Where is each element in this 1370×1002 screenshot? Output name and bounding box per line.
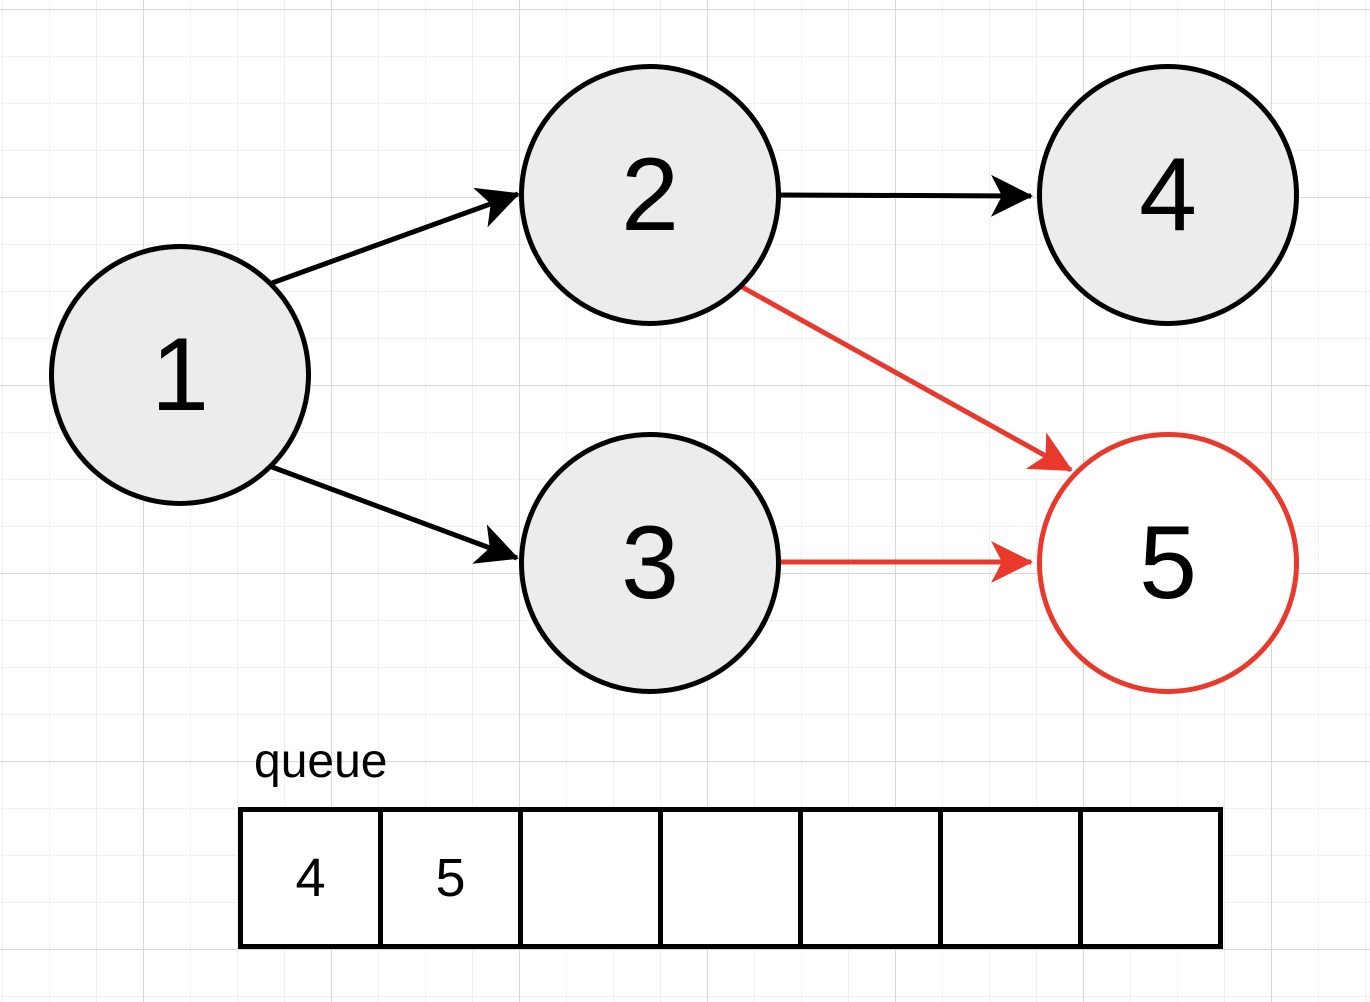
edge-1-2	[271, 187, 520, 286]
node-label: 3	[621, 505, 679, 621]
queue-cell-6	[1083, 812, 1218, 944]
queue-cell-2	[523, 812, 663, 944]
queue-cell-0: 4	[243, 812, 383, 944]
graph-node-4: 4	[1037, 64, 1299, 326]
queue-array: 4 5	[238, 807, 1223, 949]
queue-cell-5	[943, 812, 1083, 944]
edge-1-3	[271, 464, 519, 564]
node-label: 2	[621, 137, 679, 253]
graph-node-1: 1	[49, 244, 311, 506]
edge-2-4	[779, 174, 1033, 217]
queue-label: queue	[254, 735, 388, 788]
graph-node-3: 3	[519, 432, 781, 694]
queue-cell-1: 5	[383, 812, 523, 944]
queue-cell-4	[803, 812, 943, 944]
edge-2-5	[740, 284, 1073, 473]
node-label: 1	[151, 317, 209, 433]
queue-cell-3	[663, 812, 803, 944]
graph-node-5-highlighted: 5	[1037, 432, 1299, 694]
queue-cell-value: 5	[435, 848, 466, 908]
graph-node-2: 2	[519, 64, 781, 326]
node-label: 4	[1139, 137, 1197, 253]
queue-cell-value: 4	[295, 848, 326, 908]
node-label: 5	[1139, 505, 1197, 621]
